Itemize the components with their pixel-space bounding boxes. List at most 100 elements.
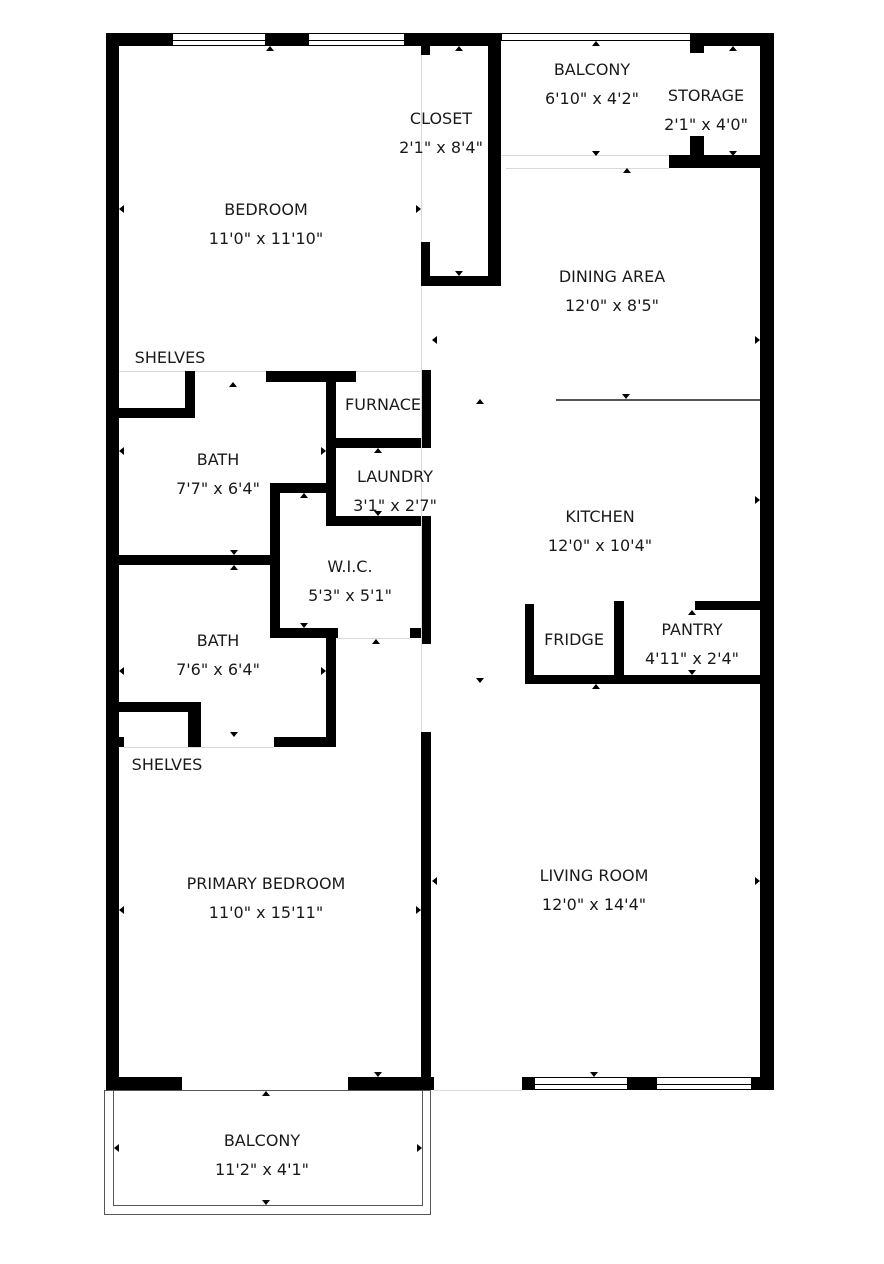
room-label-kitchen: KITCHEN 12'0" x 10'4" <box>548 502 652 560</box>
marker-icon <box>119 447 124 455</box>
wic-opening <box>338 638 410 639</box>
room-name: SHELVES <box>134 348 206 367</box>
marker-icon <box>755 877 760 885</box>
fridge-left-wall <box>525 604 534 684</box>
room-dimensions: 7'7" x 6'4" <box>176 479 260 498</box>
room-name: W.I.C. <box>327 557 373 576</box>
room-dimensions: 2'1" x 8'4" <box>399 138 483 157</box>
room-dimensions: 11'0" x 15'11" <box>208 903 324 922</box>
room-dimensions: 3'1" x 2'7" <box>353 496 437 515</box>
room-label-living-room: LIVING ROOM 12'0" x 14'4" <box>540 861 649 919</box>
balcony-bottom-inner <box>113 1090 423 1206</box>
marker-icon <box>262 1091 270 1096</box>
shelves2-wall <box>119 702 201 712</box>
room-name: SHELVES <box>131 755 203 774</box>
room-label-primary-bedroom: PRIMARY BEDROOM 11'0" x 15'11" <box>187 869 346 927</box>
room-dimensions: 12'0" x 10'4" <box>547 536 653 555</box>
room-dimensions: 12'0" x 8'5" <box>564 296 660 315</box>
marker-icon <box>476 678 484 683</box>
marker-icon <box>729 151 737 156</box>
exterior-wall-top-left <box>106 33 172 46</box>
furnace-bottom-wall <box>326 438 431 448</box>
room-name: BATH <box>196 450 240 469</box>
marker-icon <box>455 271 463 276</box>
marker-icon <box>417 1144 422 1152</box>
closet-wall-top-stub <box>421 33 430 55</box>
marker-icon <box>119 667 124 675</box>
marker-icon <box>729 46 737 51</box>
fridge-right-wall <box>614 601 624 684</box>
baths-divider <box>119 555 280 565</box>
marker-icon <box>321 667 326 675</box>
room-dimensions: 12'0" x 14'4" <box>541 895 647 914</box>
room-name: BALCONY <box>223 1131 301 1150</box>
marker-icon <box>372 639 380 644</box>
exterior-wall-top-right-of-bedroom <box>405 33 501 46</box>
balcony-railing <box>501 33 691 41</box>
room-label-balcony-top: BALCONY 6'10" x 4'2" <box>545 55 639 113</box>
dining-kitchen-line <box>556 399 760 401</box>
storage-divider-bottom <box>690 136 704 166</box>
room-name: KITCHEN <box>565 507 635 526</box>
marker-icon <box>432 336 437 344</box>
room-dimensions: 4'11" x 2'4" <box>644 649 740 668</box>
room-label-dining-area: DINING AREA 12'0" x 8'5" <box>559 262 665 320</box>
dining-threshold <box>506 168 669 169</box>
marker-icon <box>229 382 237 387</box>
room-label-furnace: FURNACE <box>345 390 421 419</box>
marker-icon <box>230 565 238 570</box>
room-label-bath-2: BATH 7'6" x 6'4" <box>176 626 260 684</box>
shelves2-line <box>124 747 274 748</box>
marker-icon <box>592 151 600 156</box>
exterior-wall-bottom-mid <box>348 1077 434 1090</box>
room-name: LIVING ROOM <box>539 866 649 885</box>
room-name: BEDROOM <box>224 200 308 219</box>
marker-icon <box>622 394 630 399</box>
wic-bottom-stub <box>410 628 431 638</box>
closet-opening <box>421 55 422 242</box>
room-label-bath-1: BATH 7'7" x 6'4" <box>176 445 260 503</box>
window <box>172 33 266 46</box>
room-name: FURNACE <box>345 395 421 414</box>
room-name: DINING AREA <box>558 267 666 286</box>
exterior-wall-left <box>106 33 119 1090</box>
room-label-pantry: PANTRY 4'11" x 2'4" <box>645 615 739 673</box>
room-name: LAUNDRY <box>356 467 434 486</box>
closet-wall-bottom-stub <box>421 242 430 286</box>
room-name: PRIMARY BEDROOM <box>186 874 346 893</box>
living-door-threshold <box>434 1090 522 1091</box>
marker-icon <box>592 41 600 46</box>
marker-icon <box>114 1144 119 1152</box>
exterior-wall-bottom-seg2 <box>628 1077 656 1090</box>
bath2-right-wall <box>326 628 336 747</box>
marker-icon <box>374 448 382 453</box>
room-label-balcony-bottom: BALCONY 11'2" x 4'1" <box>215 1126 309 1184</box>
wic-bottom-wall <box>270 628 338 638</box>
marker-icon <box>688 610 696 615</box>
room-label-fridge: FRIDGE <box>544 625 604 654</box>
primary-bedroom-right-wall <box>421 732 431 1090</box>
marker-icon <box>455 46 463 51</box>
exterior-wall-bottom-seg <box>522 1077 534 1090</box>
storage-divider-top <box>690 33 704 53</box>
shelves2-stub <box>119 737 124 747</box>
marker-icon <box>623 168 631 173</box>
marker-icon <box>688 670 696 675</box>
window <box>308 33 405 46</box>
room-name: BATH <box>196 631 240 650</box>
marker-icon <box>230 732 238 737</box>
marker-icon <box>755 336 760 344</box>
balcony-wall-left <box>488 33 501 285</box>
room-dimensions: 2'1" x 4'0" <box>664 115 748 134</box>
marker-icon <box>416 906 421 914</box>
marker-icon <box>230 550 238 555</box>
marker-icon <box>476 399 484 404</box>
furnace-right-wall <box>421 370 431 447</box>
marker-icon <box>300 623 308 628</box>
wic-top-wall <box>270 483 336 493</box>
exterior-wall-top-storage <box>690 33 774 46</box>
room-label-shelves-bottom: SHELVES <box>132 750 203 779</box>
bath2-bottom-wall <box>274 737 336 747</box>
room-dimensions: 11'2" x 4'1" <box>214 1160 310 1179</box>
